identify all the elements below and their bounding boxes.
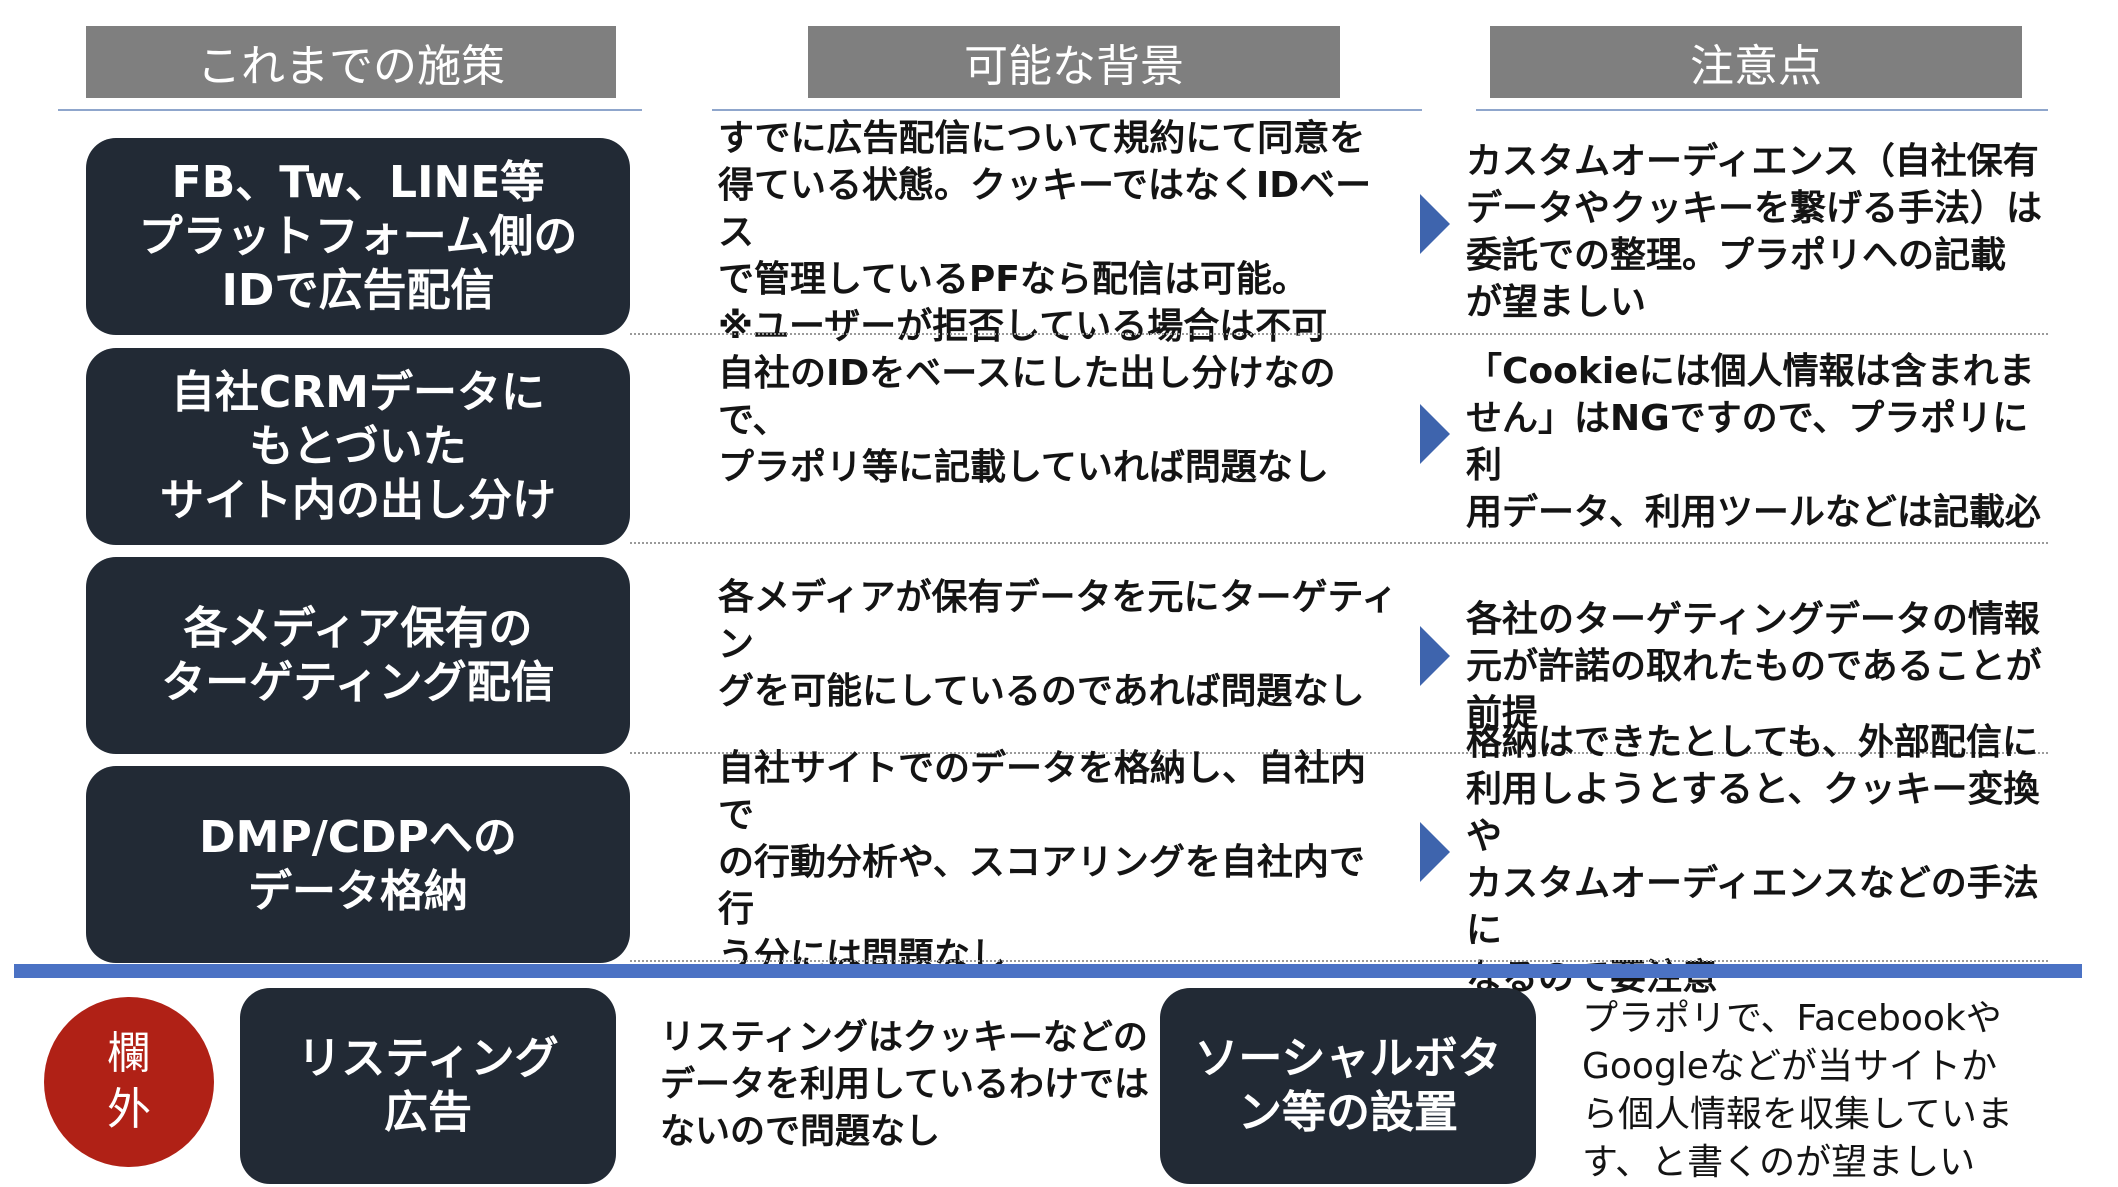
- listing-ad-text: リスティングはクッキーなどの データを利用しているわけでは ないので問題なし: [660, 1017, 1149, 1152]
- header-underline-background: [712, 109, 1422, 111]
- reason-text-dmp-cdp: 自社サイトでのデータを格納し、自社内で の行動分析や、スコアリングを自社内で行 …: [718, 747, 1367, 977]
- reason-text-crm: 自社のIDをベースにした出し分けなので、 プラポリ等に記載していれば問題なし: [718, 352, 1336, 488]
- header-caution: 注意点: [1490, 26, 2022, 98]
- measure-box-crm: 自社CRMデータに もとづいた サイト内の出し分け: [86, 348, 630, 545]
- header-measures: これまでの施策: [86, 26, 616, 98]
- row-divider: [630, 960, 2048, 962]
- arrow-right-icon: [1420, 822, 1450, 882]
- row-divider: [630, 333, 2048, 335]
- arrow-right-icon: [1420, 194, 1450, 254]
- arrow-right-icon: [1420, 404, 1450, 464]
- measure-box-media-targeting: 各メディア保有の ターゲティング配信: [86, 557, 630, 754]
- extra-badge: 欄 外: [44, 997, 214, 1167]
- social-button-text: プラポリで、Facebookや Googleなどが当サイトか ら個人情報を収集し…: [1582, 998, 2013, 1183]
- row-divider: [630, 542, 2048, 544]
- note-text-crm: 「Cookieには個人情報は含まれま せん」はNGですので、プラポリに利 用デー…: [1466, 351, 2041, 533]
- section-divider: [14, 964, 2082, 978]
- measure-box-platform-id: FB、Tw、LINE等 プラットフォーム側の IDで広告配信: [86, 138, 630, 335]
- listing-ad-box: リスティング 広告: [240, 988, 616, 1184]
- arrow-right-icon: [1420, 626, 1450, 686]
- note-text-media-targeting: 各社のターゲティングデータの情報 元が許諾の取れたものであることが 前提: [1466, 598, 2042, 734]
- note-text-platform-id: カスタムオーディエンス（自社保有 データやクッキーを繋げる手法）は 委託での整理…: [1466, 141, 2043, 323]
- note-text-dmp-cdp: 格納はできたとしても、外部配信に 利用しようとすると、クッキー変換や カスタムオ…: [1466, 722, 2040, 998]
- header-underline-caution: [1476, 109, 2048, 111]
- reason-text-media-targeting: 各メディアが保有データを元にターゲティン グを可能にしているのであれば問題なし: [718, 576, 1398, 712]
- row-divider: [630, 752, 2048, 754]
- header-background: 可能な背景: [808, 26, 1340, 98]
- header-underline-measures: [58, 109, 642, 111]
- reason-text-platform-id: すでに広告配信について規約にて同意を 得ている状態。クッキーではなくIDベース …: [718, 117, 1372, 347]
- social-button-box: ソーシャルボタ ン等の設置: [1160, 988, 1536, 1184]
- measure-box-dmp-cdp: DMP/CDPへの データ格納: [86, 766, 630, 963]
